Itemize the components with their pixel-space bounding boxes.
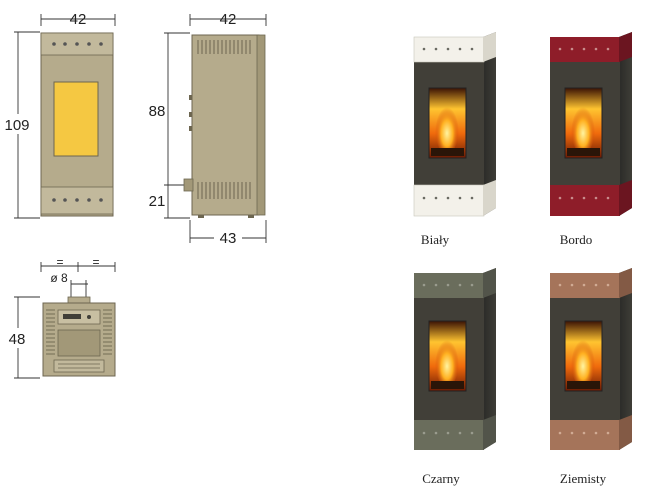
variant-top-band-side [483,32,496,62]
front-top-bolts [52,42,103,46]
variant-caption-ziemisty: Ziemisty [560,471,607,486]
side-foot-front [248,215,254,218]
variant-bottom-band [414,420,484,450]
front-width-label: 42 [70,11,87,28]
side-view: 42 88 21 43 [149,11,267,247]
rear-side-vents [46,309,112,355]
front-height-label: 109 [4,117,29,134]
variant-top-band-side [483,268,496,298]
variant-bottom-band [550,420,620,450]
rear-power-socket [87,315,91,319]
side-bottom-vents [197,182,251,199]
variant-bordo [550,32,632,216]
variant-side [483,32,496,216]
variant-bottom-band-side [483,180,496,216]
flame-icon [571,102,595,154]
variant-side [619,268,632,450]
variant-caption-bialy: Biały [421,232,450,247]
rear-access-panel [57,329,101,357]
variant-bottom-band [413,184,485,217]
rear-diameter-label: ø 8 [50,271,68,285]
front-bottom-bolts [52,198,103,202]
rear-view: = = ø 8 48 [4,255,116,379]
front-view: 42 109 [4,11,116,219]
variant-top-band-side [619,268,632,298]
variant-bottom-band-side [483,415,496,450]
variant-ziemisty [550,268,632,450]
variant-caption-czarny: Czarny [422,471,460,486]
variant-czarny [414,268,496,450]
variant-bottom-band-side [619,415,632,450]
side-flue-outlet [183,178,194,192]
rear-height-label: 48 [9,331,26,348]
variant-top-band-side [619,32,632,62]
variant-side [483,268,496,450]
side-back-details [189,95,192,131]
side-height-label: 88 [149,103,166,120]
side-top-width-label: 42 [220,11,237,28]
rear-base [53,359,105,373]
front-glass-window [53,81,99,157]
flame-icon [435,335,459,387]
variant-bialy [413,32,496,217]
rear-display [63,314,81,319]
variant-bottom-band-side [619,180,632,216]
side-front-panel [256,34,266,216]
side-depth-label: 43 [220,230,237,247]
side-foot-rear [198,215,204,218]
variant-side [619,32,632,216]
side-top-vents [197,40,251,54]
flame-icon [571,335,595,387]
variant-caption-bordo: Bordo [560,232,593,247]
side-offset-label: 21 [149,193,166,210]
variant-bottom-band [550,185,620,216]
flame-icon [435,102,459,154]
rear-spacing-right-label: = [92,255,99,269]
rear-spacing-left-label: = [56,255,63,269]
